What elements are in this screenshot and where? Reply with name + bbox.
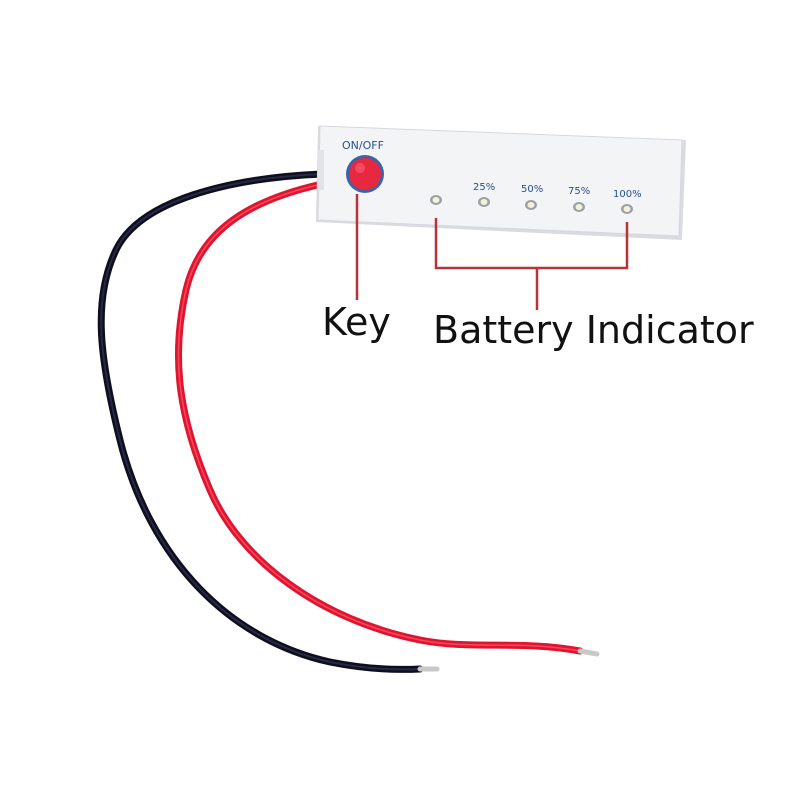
led-4 [621,204,633,214]
led-0 [430,195,442,205]
level-label-25: 25% [473,182,495,193]
battery-indicator-callout-label: Battery Indicator [433,308,754,352]
key-callout-label: Key [322,300,391,344]
red-wire-tip [577,648,600,657]
black-wire [97,170,424,673]
red-wire [174,180,584,655]
led-2 [525,200,537,210]
level-label-100: 100% [613,189,642,200]
power-key-button[interactable] [346,155,384,193]
led-1 [478,197,490,207]
battery-callout-bracket [434,218,629,310]
led-3 [573,202,585,212]
switch-label: ON/OFF [342,139,384,152]
level-label-75: 75% [568,186,590,197]
indicator-board [316,125,686,240]
level-label-50: 50% [521,184,543,195]
